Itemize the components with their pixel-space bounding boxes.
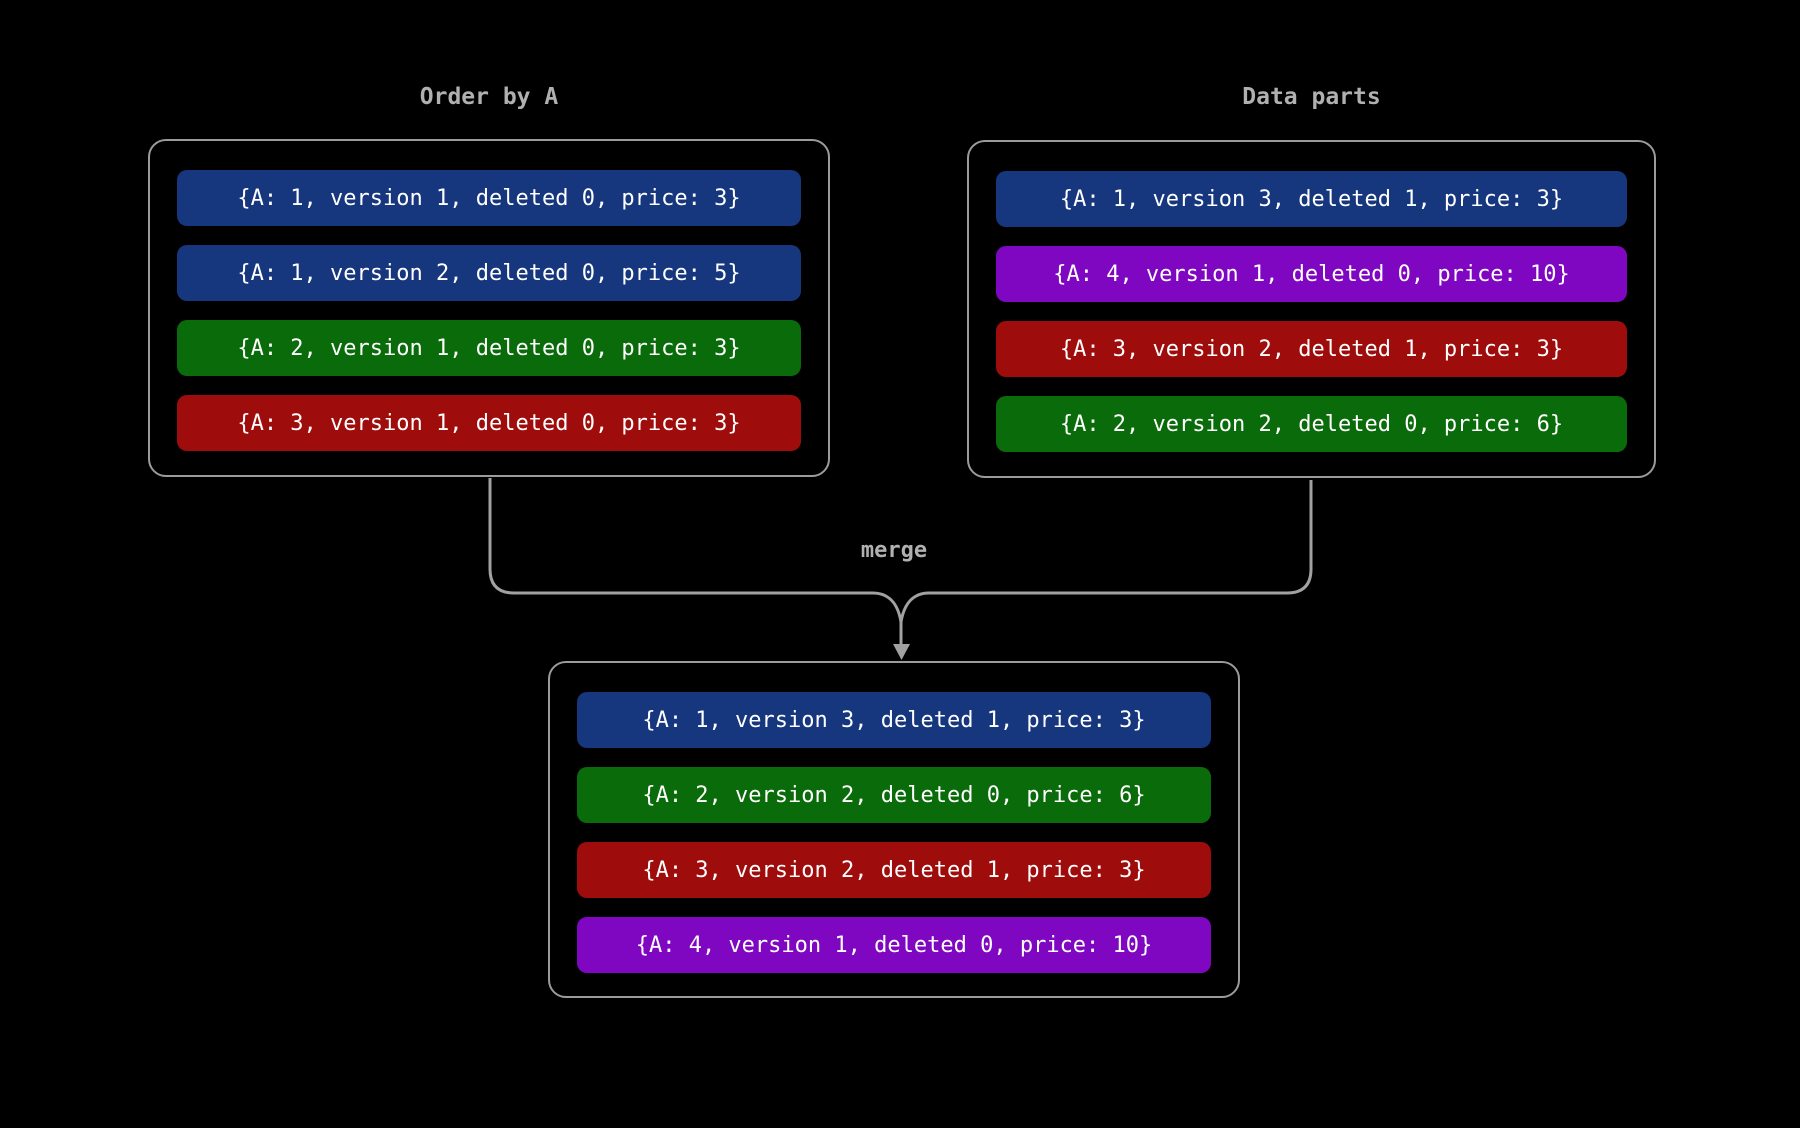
data-row-green: {A: 2, version 2, deleted 0, price: 6} — [577, 767, 1211, 823]
data-row-red: {A: 3, version 2, deleted 1, price: 3} — [996, 321, 1627, 377]
data-row-green: {A: 2, version 2, deleted 0, price: 6} — [996, 396, 1627, 452]
data-parts-title: Data parts — [1242, 84, 1381, 110]
arrowhead-down-icon — [893, 644, 910, 660]
merged-result-panel: {A: 1, version 3, deleted 1, price: 3} {A… — [548, 661, 1240, 998]
data-row-blue: {A: 1, version 1, deleted 0, price: 3} — [177, 170, 801, 226]
data-parts-panel: {A: 1, version 3, deleted 1, price: 3} {A… — [967, 140, 1656, 478]
order-by-a-panel: {A: 1, version 1, deleted 0, price: 3} {A… — [148, 139, 830, 477]
data-row-red: {A: 3, version 1, deleted 0, price: 3} — [177, 395, 801, 451]
data-row-purple: {A: 4, version 1, deleted 0, price: 10} — [577, 917, 1211, 973]
data-row-blue: {A: 1, version 3, deleted 1, price: 3} — [577, 692, 1211, 748]
data-row-red: {A: 3, version 2, deleted 1, price: 3} — [577, 842, 1211, 898]
order-by-a-title: Order by A — [419, 84, 559, 110]
data-row-blue: {A: 1, version 3, deleted 1, price: 3} — [996, 171, 1627, 227]
data-row-purple: {A: 4, version 1, deleted 0, price: 10} — [996, 246, 1627, 302]
merge-label: merge — [860, 538, 928, 563]
data-row-green: {A: 2, version 1, deleted 0, price: 3} — [177, 320, 801, 376]
data-row-blue: {A: 1, version 2, deleted 0, price: 5} — [177, 245, 801, 301]
